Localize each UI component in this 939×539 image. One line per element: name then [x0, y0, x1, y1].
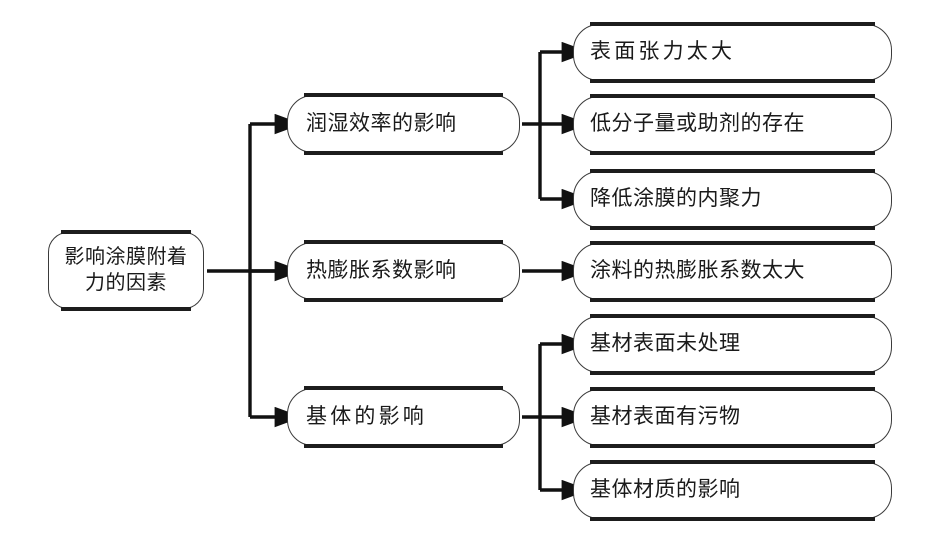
node-root[interactable]: 影响涂膜附着 力的因素 — [48, 230, 204, 311]
node-leaf-coating-thermal-expansion[interactable]: 涂料的热膨胀系数太大 — [573, 241, 892, 302]
node-leaf-reduced-cohesion-label: 降低涂膜的内聚力 — [590, 187, 762, 211]
node-leaf-substrate-material-label: 基体材质的影响 — [590, 478, 741, 502]
node-branch-wetting-efficiency-label: 润湿效率的影响 — [306, 111, 457, 135]
node-leaf-low-molecular-additives-label: 低分子量或助剂的存在 — [590, 112, 805, 136]
node-leaf-contaminated-substrate-surface[interactable]: 基材表面有污物 — [573, 387, 892, 448]
node-leaf-surface-tension-label: 表面张力太大 — [590, 40, 736, 64]
node-leaf-untreated-substrate-surface-label: 基材表面未处理 — [590, 332, 741, 356]
node-branch-thermal-expansion-label: 热膨胀系数影响 — [306, 258, 457, 282]
node-leaf-surface-tension[interactable]: 表面张力太大 — [573, 22, 892, 83]
node-leaf-untreated-substrate-surface[interactable]: 基材表面未处理 — [573, 314, 892, 375]
node-branch-wetting-efficiency[interactable]: 润湿效率的影响 — [287, 93, 520, 155]
node-branch-substrate[interactable]: 基体的影响 — [287, 386, 520, 448]
node-leaf-contaminated-substrate-surface-label: 基材表面有污物 — [590, 405, 741, 429]
node-leaf-substrate-material[interactable]: 基体材质的影响 — [573, 460, 892, 521]
connector-trunk-branch-1 — [522, 41, 590, 210]
node-root-label: 影响涂膜附着 力的因素 — [64, 245, 188, 294]
node-leaf-reduced-cohesion[interactable]: 降低涂膜的内聚力 — [573, 169, 892, 230]
node-leaf-low-molecular-additives[interactable]: 低分子量或助剂的存在 — [573, 94, 892, 155]
node-branch-substrate-label: 基体的影响 — [306, 404, 427, 428]
connector-trunk-branch-3 — [522, 333, 590, 501]
node-branch-thermal-expansion[interactable]: 热膨胀系数影响 — [287, 240, 520, 302]
node-leaf-coating-thermal-expansion-label: 涂料的热膨胀系数太大 — [590, 259, 805, 283]
